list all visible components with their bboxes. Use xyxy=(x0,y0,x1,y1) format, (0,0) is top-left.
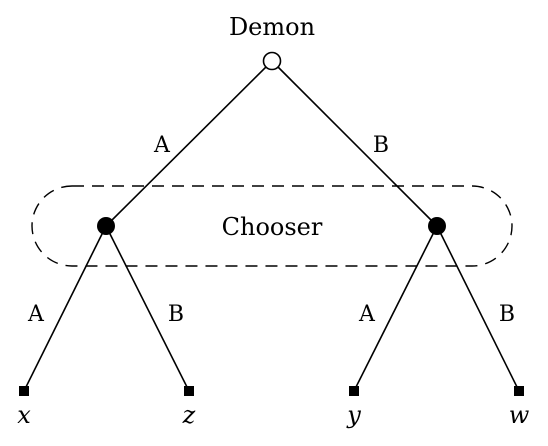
chooser-node-left xyxy=(97,217,115,235)
chooser-information-set xyxy=(31,185,513,267)
edge-right-to-y xyxy=(353,225,438,392)
edge-label-root-right: B xyxy=(373,133,389,158)
chooser-label: Chooser xyxy=(222,213,323,241)
edge-root-to-right xyxy=(271,60,438,227)
leaf-label-z: z xyxy=(182,401,196,429)
edge-left-to-x xyxy=(23,225,107,392)
edge-left-to-z xyxy=(105,225,190,392)
demon-label: Demon xyxy=(229,13,315,41)
leaf-label-y: y xyxy=(346,401,361,429)
edge-right-to-w xyxy=(436,225,520,392)
demon-node xyxy=(262,51,282,71)
leaf-node-z xyxy=(184,386,194,396)
edge-label-right-left: A xyxy=(358,302,376,327)
edge-label-left-right: B xyxy=(168,302,184,327)
leaf-node-x xyxy=(19,386,29,396)
chooser-node-right xyxy=(428,217,446,235)
leaf-node-y xyxy=(349,386,359,396)
leaf-label-w: w xyxy=(509,401,530,429)
edge-root-to-left xyxy=(105,60,273,227)
edge-label-left-left: A xyxy=(27,302,45,327)
edge-label-root-left: A xyxy=(153,133,171,158)
edge-label-right-right: B xyxy=(499,302,515,327)
leaf-label-x: x xyxy=(17,401,31,429)
leaf-node-w xyxy=(514,386,524,396)
